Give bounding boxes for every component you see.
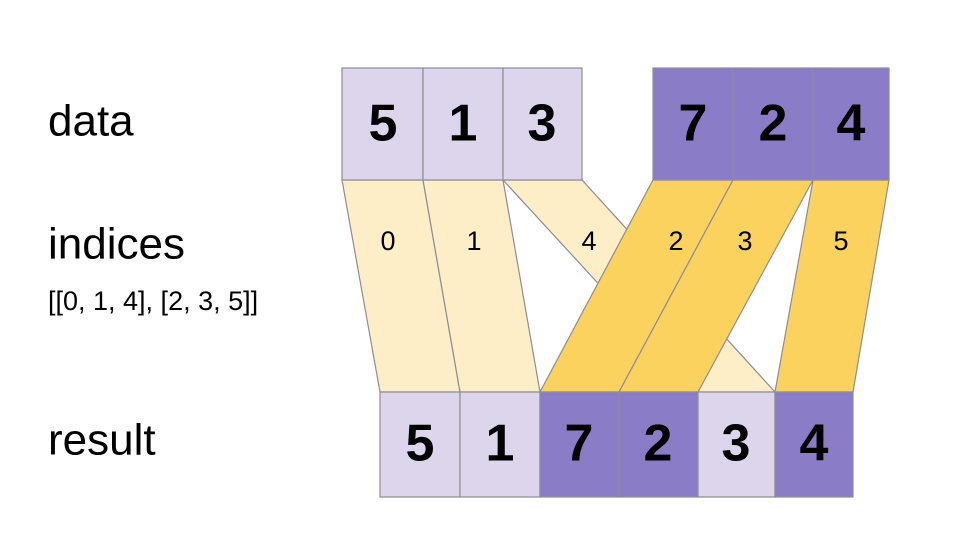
result-cell-5 xyxy=(774,391,854,498)
ribbon-group xyxy=(341,179,890,393)
index-label-4: 3 xyxy=(737,226,752,256)
data-cell-value-3: 7 xyxy=(679,95,708,153)
data-cell-value-5: 4 xyxy=(837,95,866,153)
index-label-1: 1 xyxy=(466,226,481,256)
indices-values-group: 0 1 4 2 3 5 xyxy=(380,226,848,256)
result-cell-value-0: 5 xyxy=(406,415,435,473)
data-cell-5 xyxy=(812,67,890,181)
result-row-label: result xyxy=(48,416,156,465)
index-label-5: 5 xyxy=(833,226,848,256)
data-cell-value-2: 3 xyxy=(528,95,557,153)
index-label-3: 2 xyxy=(668,226,683,256)
data-cell-2 xyxy=(502,67,583,181)
result-cell-value-2: 7 xyxy=(565,415,594,473)
index-label-0: 0 xyxy=(380,226,395,256)
index-label-2: 4 xyxy=(581,226,596,256)
result-row: 5 1 7 2 3 4 xyxy=(379,391,854,498)
data-cell-value-1: 1 xyxy=(449,95,478,153)
data-cell-1 xyxy=(422,67,504,181)
result-cell-2 xyxy=(539,391,620,498)
data-row: 5 1 3 7 2 4 xyxy=(341,67,890,181)
row-labels-group: data indices [[0, 1, 4], [2, 3, 5]] resu… xyxy=(48,97,258,465)
data-row-label: data xyxy=(48,97,134,146)
result-cell-value-4: 3 xyxy=(722,415,751,473)
result-cell-value-1: 1 xyxy=(486,415,515,473)
indices-row-label: indices xyxy=(48,220,185,269)
result-cell-value-5: 4 xyxy=(800,415,829,473)
data-cell-value-4: 2 xyxy=(759,95,788,153)
data-cell-0 xyxy=(341,67,424,181)
result-cell-value-3: 2 xyxy=(644,415,673,473)
result-cell-1 xyxy=(459,391,541,498)
indices-value-text: [[0, 1, 4], [2, 3, 5]] xyxy=(48,286,258,316)
data-cell-value-0: 5 xyxy=(369,95,398,153)
